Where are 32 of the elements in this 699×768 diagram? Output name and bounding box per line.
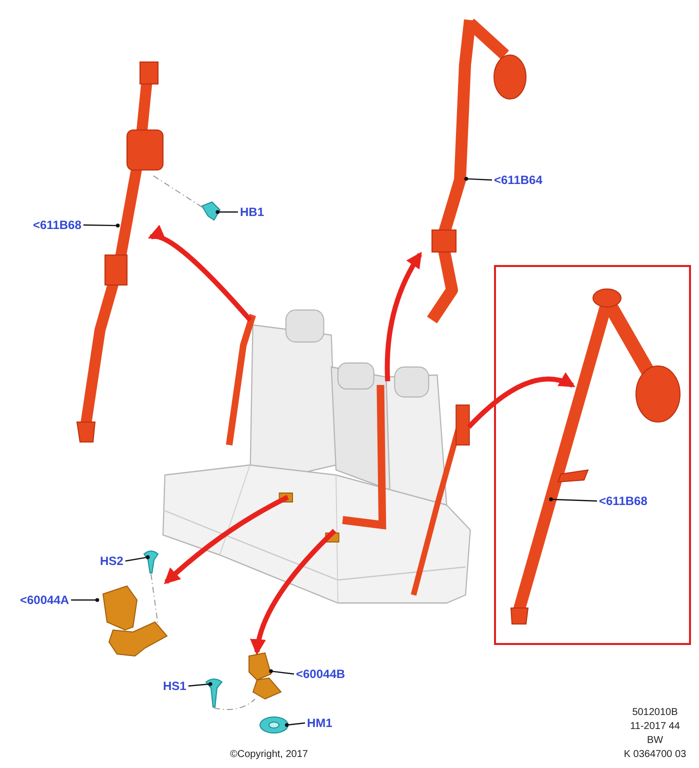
leader-line [549, 497, 598, 502]
leader-line [269, 669, 294, 675]
highlight-frame [494, 265, 691, 645]
leader-line [71, 598, 100, 602]
assembly-line [214, 698, 256, 710]
exploded-view-arrow [250, 528, 336, 656]
part-number: HM1 [307, 715, 332, 731]
leader-line [464, 176, 492, 181]
part-number: <60044B [296, 666, 346, 682]
part-number: HB1 [240, 204, 264, 220]
leader-line [125, 555, 150, 562]
part-number: <611B64 [494, 172, 542, 188]
exploded-view-arrow [164, 494, 289, 584]
exploded-view-arrow [148, 226, 252, 322]
drawing-reference: K 0364700 03 [622, 748, 688, 761]
part-number: <611B68 [599, 493, 648, 509]
part-number: <611B68 [33, 217, 82, 233]
drawing-reference: 11-2017 44 [629, 720, 681, 733]
part-number: <60044A [20, 592, 70, 608]
leader-line [216, 210, 238, 214]
leader-line [284, 722, 306, 727]
assembly-line [150, 574, 158, 626]
exploded-view-arrow [466, 372, 576, 429]
drawing-reference: 5012010B [631, 706, 679, 719]
exploded-view-arrow [384, 252, 422, 382]
leader-line [188, 682, 212, 687]
assembly-line [152, 175, 203, 208]
part-number: HS1 [163, 678, 186, 694]
copyright-notice: ©Copyright, 2017 [230, 748, 308, 761]
part-number: HS2 [100, 553, 124, 569]
leader-line [83, 224, 120, 228]
drawing-reference: BW [646, 734, 664, 747]
